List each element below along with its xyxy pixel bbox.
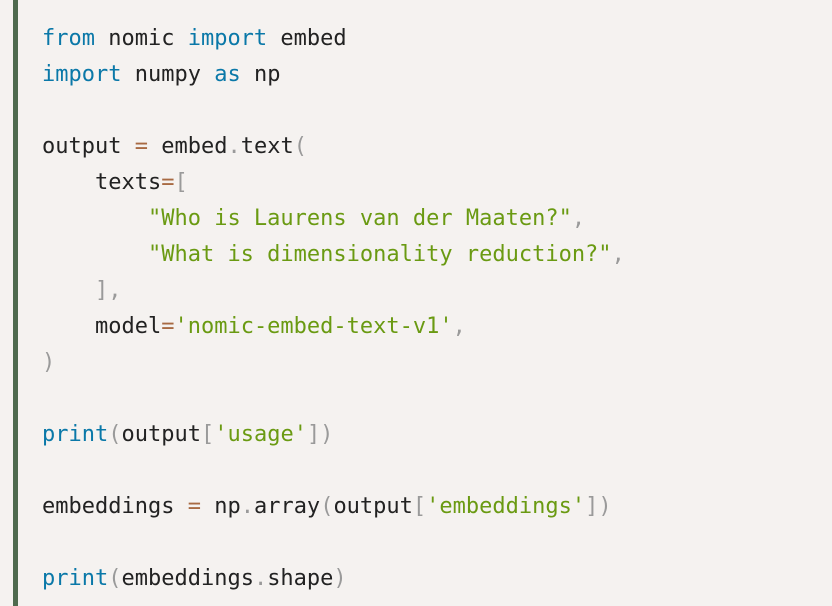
code-token-punc: . <box>227 134 241 159</box>
code-token-str: "Who is Laurens van der Maaten?" <box>147 206 572 231</box>
code-token-punc: ( <box>320 494 334 519</box>
code-line: from nomic import embed <box>42 21 625 57</box>
code-token-name: embed <box>147 134 228 159</box>
code-line: output = embed.text( <box>42 129 625 165</box>
code-token-punc: , <box>452 314 466 339</box>
code-token-punc: , <box>611 242 625 267</box>
code-line <box>42 453 625 489</box>
code-token-name <box>42 206 148 231</box>
code-token-punc: [ <box>174 170 188 195</box>
code-line: "What is dimensionality reduction?", <box>42 237 625 273</box>
code-token-punc: . <box>240 494 254 519</box>
code-line: ], <box>42 273 625 309</box>
code-token-name: output <box>121 422 201 447</box>
code-token-op: = <box>134 134 148 159</box>
code-line <box>42 525 625 561</box>
code-line: "Who is Laurens van der Maaten?", <box>42 201 625 237</box>
code-token-punc: [ <box>412 494 427 519</box>
code-block-accent-bar <box>13 0 18 606</box>
code-token-str: 'nomic-embed-text-v1' <box>174 314 453 339</box>
code-token-name: embed <box>267 26 347 51</box>
code-line: ) <box>42 345 625 381</box>
code-token-op: = <box>187 494 201 519</box>
code-token-name <box>42 242 148 267</box>
code-token-kw: import <box>42 62 122 87</box>
code-token-name: shape <box>267 566 334 591</box>
code-token-name: array <box>253 494 321 519</box>
code-line: print(output['usage']) <box>42 417 625 453</box>
code-token-punc: ( <box>293 134 307 159</box>
code-line: model='nomic-embed-text-v1', <box>42 309 625 345</box>
code-line <box>42 381 625 417</box>
code-token-name: embeddings <box>42 494 188 519</box>
code-token-name: embeddings <box>121 566 254 591</box>
code-token-kw: as <box>214 62 241 87</box>
code-token-punc: ], <box>94 278 122 303</box>
code-token-name: text <box>240 134 294 159</box>
code-token-name <box>42 278 95 303</box>
code-token-punc: ) <box>42 350 56 375</box>
code-token-name: numpy <box>121 62 215 87</box>
code-token-kw: import <box>187 26 268 51</box>
code-token-punc: ( <box>108 422 122 447</box>
code-token-name: nomic <box>94 26 188 51</box>
code-token-kw: print <box>42 422 109 447</box>
code-token-str: 'usage' <box>214 422 307 447</box>
code-token-name: output <box>42 134 135 159</box>
code-token-str: "What is dimensionality reduction?" <box>147 242 612 267</box>
code-token-name: model <box>42 314 162 339</box>
code-token-name: output <box>333 494 413 519</box>
code-token-punc: ( <box>108 566 122 591</box>
code-token-op: = <box>161 314 175 339</box>
code-token-punc: ) <box>333 566 347 591</box>
code-token-name: texts <box>42 170 162 195</box>
code-token-op: = <box>161 170 175 195</box>
code-line: import numpy as np <box>42 57 625 93</box>
code-token-punc: , <box>571 206 586 231</box>
code-token-punc: [ <box>200 422 215 447</box>
code-token-punc: ]) <box>585 494 612 519</box>
code-token-str: 'embeddings' <box>426 494 586 519</box>
code-token-punc: . <box>253 566 268 591</box>
code-token-name: np <box>240 62 281 87</box>
code-line: print(embeddings.shape) <box>42 561 625 597</box>
code-token-punc: ]) <box>306 422 334 447</box>
code-token-kw: print <box>42 566 109 591</box>
code-line: texts=[ <box>42 165 625 201</box>
code-line <box>42 93 625 129</box>
code-line: embeddings = np.array(output['embeddings… <box>42 489 625 525</box>
code-token-kw: from <box>42 26 95 51</box>
code-token-name: np <box>200 494 241 519</box>
